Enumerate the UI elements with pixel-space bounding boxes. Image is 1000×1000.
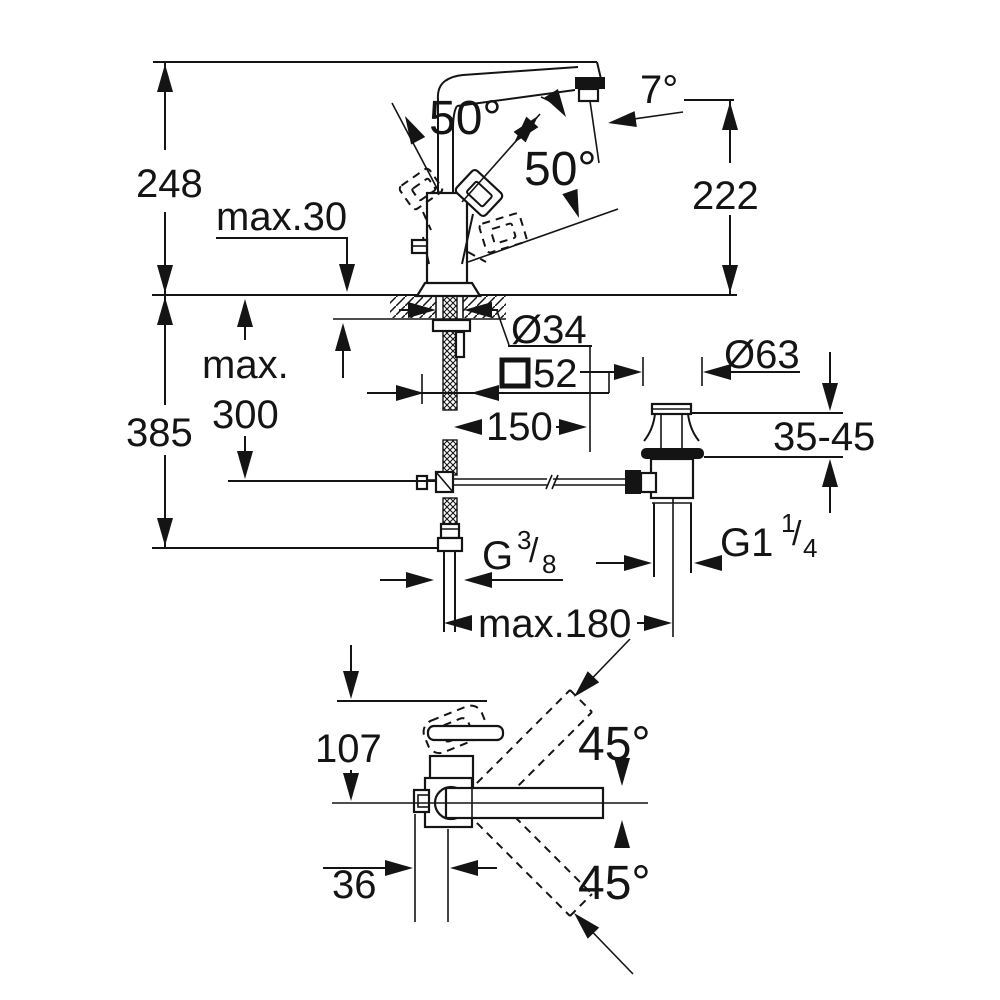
dim-lever-tilt-left: 50° — [391, 92, 502, 195]
swivel-range-dashed — [466, 689, 593, 917]
label-supply-thread-denominator: 8 — [542, 549, 556, 579]
dim-hole-diameter: Ø34 — [399, 302, 592, 452]
dim-height-below-deck: 385 — [126, 295, 438, 549]
dim-outlet-height: 222 — [692, 100, 759, 295]
lever-side-tab — [412, 788, 431, 814]
label-hole-diameter: Ø34 — [511, 308, 587, 352]
lever-top-bar — [426, 724, 505, 742]
label-base-square: 52 — [533, 352, 578, 396]
label-height-below-deck: 385 — [126, 411, 193, 455]
dim-max-waste-distance: max.180 — [444, 602, 672, 646]
dim-hose-length: max. 300 — [202, 299, 436, 482]
label-hose-max-value: 300 — [212, 393, 279, 437]
water-stream-line — [589, 100, 600, 164]
drain-assembly — [625, 402, 704, 637]
dim-spout-projection: 107 — [315, 645, 382, 801]
swivel-extent-arrows — [614, 758, 630, 848]
label-mounting-range: 35-45 — [773, 415, 875, 459]
lever-dash-connector — [467, 251, 487, 263]
faucet-body — [410, 191, 482, 298]
base-flange — [415, 281, 482, 298]
label-supply-thread-numerator: 3 — [517, 525, 531, 555]
dim-overall-height: 248 — [136, 62, 203, 295]
dim-base-square: 52 — [367, 352, 614, 404]
label-lever-offset: 36 — [332, 863, 377, 907]
label-lever-tilt-right: 50° — [524, 143, 597, 196]
aerator-icon — [575, 77, 605, 89]
dim-swivel-up: 45° — [568, 638, 651, 771]
label-swivel-down: 45° — [578, 857, 651, 910]
lever-position-right-solid — [454, 168, 504, 218]
drain-lever-knob — [625, 470, 641, 494]
label-flange-diameter: Ø63 — [724, 333, 800, 377]
label-spout-reach: 150 — [486, 405, 553, 449]
dim-lever-offset: 36 — [323, 814, 497, 922]
label-supply-thread-slash: / — [529, 532, 539, 570]
dim-spout-angle: 7° — [606, 68, 734, 131]
lever-position-low-dashed — [478, 212, 528, 254]
label-waste-thread-prefix: G1 — [720, 521, 773, 565]
label-swivel-up: 45° — [578, 718, 651, 771]
label-max-waste-distance: max.180 — [478, 602, 631, 646]
label-supply-thread-prefix: G — [482, 534, 513, 578]
neck-right-edge — [452, 105, 458, 193]
label-spout-angle: 7° — [640, 68, 678, 112]
drain-body — [649, 457, 695, 500]
lever-dash-connector — [422, 211, 432, 231]
dim-spout-reach: 150 — [454, 405, 587, 449]
top-view: 107 — [315, 638, 651, 975]
label-spout-projection: 107 — [315, 727, 382, 771]
rod-end-cap — [415, 474, 429, 491]
label-deck-thickness: max.30 — [216, 195, 347, 239]
dim-waste-thread: G1 1 / 4 — [596, 508, 817, 571]
dim-deck-thickness: max.30 — [216, 195, 355, 378]
lever-side-tab-inner — [417, 794, 430, 808]
label-overall-height: 248 — [136, 162, 203, 206]
label-hose-max-word: max. — [202, 343, 289, 387]
dim-supply-thread: G 3 / 8 — [380, 525, 563, 588]
mounting-shank — [431, 295, 472, 632]
lever-position-left-dashed — [398, 167, 444, 211]
dim-swivel-down: 45° — [568, 857, 651, 975]
label-waste-thread-denominator: 4 — [803, 533, 817, 563]
dim-lever-tilt-right: 50° — [461, 89, 619, 263]
neck-left-edge — [436, 80, 446, 193]
hose-nut — [436, 536, 464, 553]
label-outlet-height: 222 — [692, 174, 759, 218]
label-lever-tilt-left: 50° — [429, 92, 502, 145]
pop-up-rod — [415, 470, 626, 494]
dim-flange-diameter: Ø63 — [614, 333, 800, 386]
square-symbol-icon — [499, 357, 531, 389]
side-view: 248 max.30 50° 50° — [126, 61, 875, 646]
drain-gasket — [641, 448, 704, 459]
dim-mounting-range: 35-45 — [690, 352, 875, 513]
label-waste-thread-numerator: 1 — [781, 508, 795, 538]
mounting-nut — [431, 318, 472, 333]
label-waste-thread-slash: / — [792, 515, 802, 553]
